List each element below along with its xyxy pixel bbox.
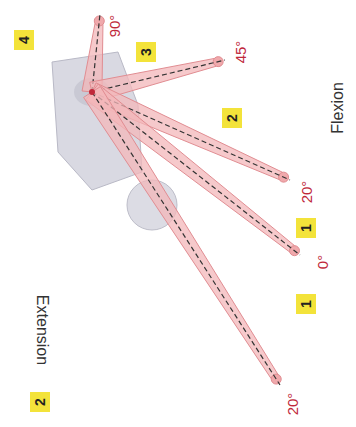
zone-number: 3 [139, 48, 153, 56]
pivot-dot [89, 89, 95, 95]
zone-number-box: 4 [14, 30, 34, 50]
hand-shape [271, 374, 281, 384]
angle-label: 45° [233, 41, 248, 64]
angle-label: 20° [285, 393, 300, 416]
reference-line [92, 92, 280, 385]
zone-number: 2 [225, 114, 239, 122]
angle-label: 0° [315, 255, 330, 269]
zone-number: 4 [17, 36, 31, 44]
reference-line [92, 92, 300, 255]
zone-number-box: 3 [136, 42, 156, 62]
reference-line [92, 60, 225, 92]
zone-number-box: 2 [30, 392, 50, 412]
angle-label: 90° [107, 15, 122, 38]
motion-label: Extension [34, 295, 50, 365]
arm-shape [84, 87, 278, 379]
zone-number: 2 [33, 398, 47, 406]
zone-number: 1 [299, 224, 313, 232]
angle-label: 20° [299, 181, 314, 204]
zone-number-box: 1 [296, 294, 316, 314]
arm-positions [82, 14, 300, 385]
zone-number-box: 1 [296, 218, 316, 238]
zone-number-box: 2 [222, 108, 242, 128]
motion-label: Flexion [330, 82, 346, 134]
zone-number: 1 [299, 300, 313, 308]
